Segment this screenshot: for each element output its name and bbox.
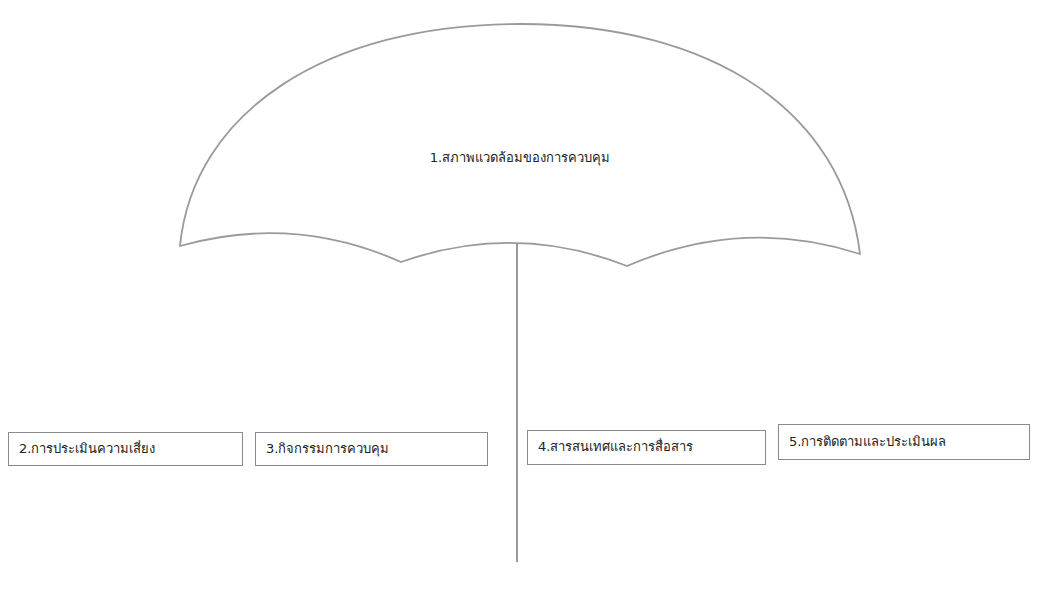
box-label: 4.สารสนเทศและการสื่อสาร [528, 439, 703, 456]
umbrella-handle [516, 200, 518, 562]
umbrella-canopy: 1.สภาพแวดล้อมของการควบคุม [175, 18, 865, 270]
component-box: 4.สารสนเทศและการสื่อสาร [527, 430, 766, 465]
component-box: 3.กิจกรรมการควบคุม [255, 432, 488, 466]
component-box: 5.การติดตามและประเมินผล [778, 424, 1030, 460]
umbrella-canopy-shape [180, 24, 860, 266]
canopy-label: 1.สภาพแวดล้อมของการควบคุม [175, 150, 865, 167]
component-box: 2.การประเมินความเสี่ยง [8, 432, 243, 466]
box-label: 5.การติดตามและประเมินผล [779, 434, 956, 451]
box-label: 2.การประเมินความเสี่ยง [9, 441, 165, 458]
umbrella-outline [175, 18, 865, 270]
box-label: 3.กิจกรรมการควบคุม [256, 441, 399, 458]
